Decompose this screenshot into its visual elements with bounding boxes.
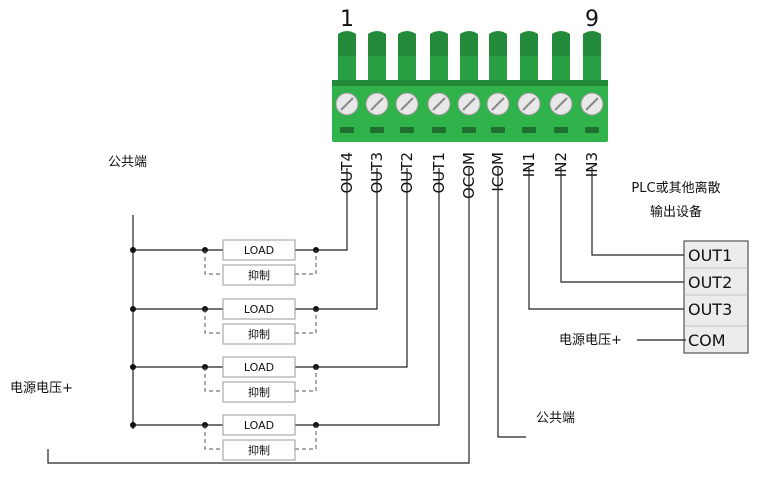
connector-prong-7	[520, 31, 538, 80]
screw-icon	[335, 92, 359, 116]
load-box	[222, 414, 296, 436]
wire-slot	[462, 127, 476, 133]
plc-terminal-out2: OUT2	[688, 273, 732, 292]
load-row: LOAD 抑制	[130, 239, 319, 286]
input-wires	[528, 168, 686, 310]
load-row: LOAD 抑制	[130, 356, 319, 403]
connector-prong-8	[552, 31, 570, 80]
wire-slot	[554, 127, 568, 133]
load-label: LOAD	[244, 361, 274, 374]
plc-title-line1: PLC或其他离散	[631, 180, 720, 196]
common-terminal-label-right: 公共端	[536, 411, 575, 426]
pin-label-in1: IN1	[520, 152, 538, 177]
pin-label-in3: IN3	[583, 152, 601, 177]
connector-prong-2	[368, 31, 386, 80]
wire-slot	[522, 127, 536, 133]
supply-voltage-label-left: 电源电压+	[10, 381, 73, 396]
suppression-label: 抑制	[248, 385, 270, 399]
connector-prong-4	[430, 31, 448, 80]
suppression-box	[222, 323, 296, 345]
connector-prong-3	[398, 31, 416, 80]
load-rows: LOAD 抑制 LOAD 抑制 LOAD 抑制 LOAD 抑制	[130, 239, 319, 461]
wire-slot	[491, 127, 505, 133]
connector-prong-1	[338, 31, 356, 80]
screw-icon	[457, 92, 481, 116]
junction-dot	[130, 364, 136, 370]
plc-terminal-out3: OUT3	[688, 300, 732, 319]
connector-prong-9	[583, 31, 601, 80]
plc-device-box	[683, 240, 749, 354]
load-box	[222, 298, 296, 320]
wire-slot	[370, 127, 384, 133]
wire-slot	[400, 127, 414, 133]
suppression-label: 抑制	[248, 327, 270, 341]
wire-slot	[340, 127, 354, 133]
connector-prong-5	[460, 31, 478, 80]
screw-icon	[365, 92, 389, 116]
suppression-box	[222, 264, 296, 286]
junction-dot	[130, 306, 136, 312]
suppression-box	[222, 439, 296, 461]
load-row: LOAD 抑制	[130, 298, 319, 345]
junction-dot	[130, 422, 136, 428]
suppression-box	[222, 381, 296, 403]
screw-icon	[486, 92, 510, 116]
screw-icon	[517, 92, 541, 116]
load-label: LOAD	[244, 419, 274, 432]
pin-number-first: 1	[340, 7, 354, 32]
connector-prong-6	[489, 31, 507, 80]
plc-terminal-out1: OUT1	[688, 246, 732, 265]
screw-icon	[395, 92, 419, 116]
output-wires	[316, 168, 440, 426]
suppression-label: 抑制	[248, 268, 270, 282]
pin-number-last: 9	[585, 7, 599, 32]
screw-icon	[580, 92, 604, 116]
load-label: LOAD	[244, 244, 274, 257]
plc-title-line2: 输出设备	[650, 204, 702, 220]
load-row: LOAD 抑制	[130, 414, 319, 461]
load-label: LOAD	[244, 303, 274, 316]
connector-top-edge	[332, 80, 608, 86]
load-box	[222, 239, 296, 261]
screw-icon	[427, 92, 451, 116]
load-box	[222, 356, 296, 378]
plc-terminal-com: COM	[688, 331, 726, 350]
wire-slot	[432, 127, 446, 133]
junction-dot	[130, 247, 136, 253]
wire-slot	[585, 127, 599, 133]
pin-label-in2: IN2	[552, 152, 570, 177]
suppression-label: 抑制	[248, 443, 270, 457]
terminal-block-connector	[332, 31, 608, 142]
screw-icon	[549, 92, 573, 116]
common-terminal-label-top: 公共端	[108, 155, 147, 170]
icom-wire	[497, 168, 526, 438]
supply-voltage-label-right: 电源电压+	[559, 333, 622, 348]
